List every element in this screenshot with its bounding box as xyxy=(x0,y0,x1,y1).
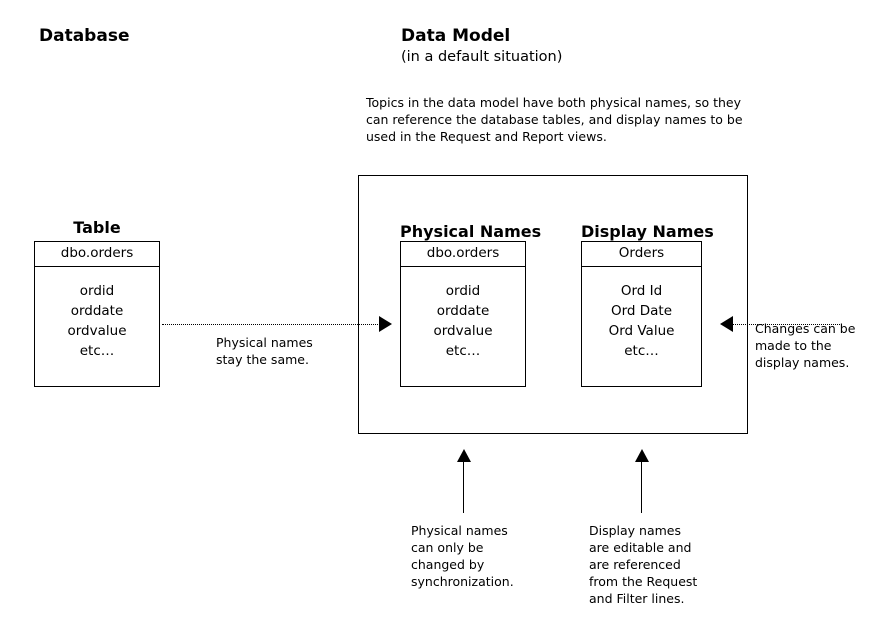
annotation-physical-stay-same: Physical names stay the same. xyxy=(216,335,313,367)
annotation-physical-sync: Physical names can only be changed by sy… xyxy=(411,523,514,589)
table-field: ordvalue xyxy=(67,323,127,339)
display-names-box: Orders Ord Id Ord Date Ord Value etc… xyxy=(581,241,702,387)
table-field: etc… xyxy=(79,343,115,359)
arrow-up-icon xyxy=(635,449,649,462)
data-model-heading: Data Model xyxy=(401,26,511,46)
annotation-changes-display: Changes can be made to the display names… xyxy=(755,321,856,370)
arrow-left-icon xyxy=(720,316,733,332)
database-table-header: dbo.orders xyxy=(35,242,159,267)
display-field: etc… xyxy=(624,343,659,359)
database-table-fields: ordid orddate ordvalue etc… xyxy=(35,267,159,361)
connector-physical-annotation xyxy=(463,461,464,513)
data-model-container xyxy=(358,175,748,434)
display-names-fields: Ord Id Ord Date Ord Value etc… xyxy=(582,267,701,361)
table-field: ordid xyxy=(79,283,115,299)
table-caption: Table xyxy=(73,218,121,237)
database-table-box: dbo.orders ordid orddate ordvalue etc… xyxy=(34,241,160,387)
display-names-caption: Display Names xyxy=(581,222,714,241)
display-field: Ord Value xyxy=(608,323,675,339)
connector-table-to-physical xyxy=(162,324,380,325)
connector-display-annotation xyxy=(641,461,642,513)
arrow-up-icon xyxy=(457,449,471,462)
display-names-header: Orders xyxy=(582,242,701,267)
annotation-display-editable: Display names are editable and are refer… xyxy=(589,523,698,606)
physical-names-fields: ordid orddate ordvalue etc… xyxy=(401,267,525,361)
arrow-right-icon xyxy=(379,316,392,332)
display-field: Ord Id xyxy=(620,283,663,299)
connector-changes-to-display xyxy=(733,324,840,325)
physical-names-box: dbo.orders ordid orddate ordvalue etc… xyxy=(400,241,526,387)
data-model-description: Topics in the data model have both physi… xyxy=(366,95,743,144)
data-model-subheading: (in a default situation) xyxy=(401,49,563,65)
physical-names-caption: Physical Names xyxy=(400,222,542,241)
physical-field: ordid xyxy=(445,283,481,299)
physical-field: etc… xyxy=(445,343,481,359)
physical-names-header: dbo.orders xyxy=(401,242,525,267)
table-field: orddate xyxy=(70,303,124,319)
physical-field: orddate xyxy=(436,303,490,319)
physical-field: ordvalue xyxy=(433,323,493,339)
database-heading: Database xyxy=(39,26,130,46)
display-field: Ord Date xyxy=(610,303,673,319)
